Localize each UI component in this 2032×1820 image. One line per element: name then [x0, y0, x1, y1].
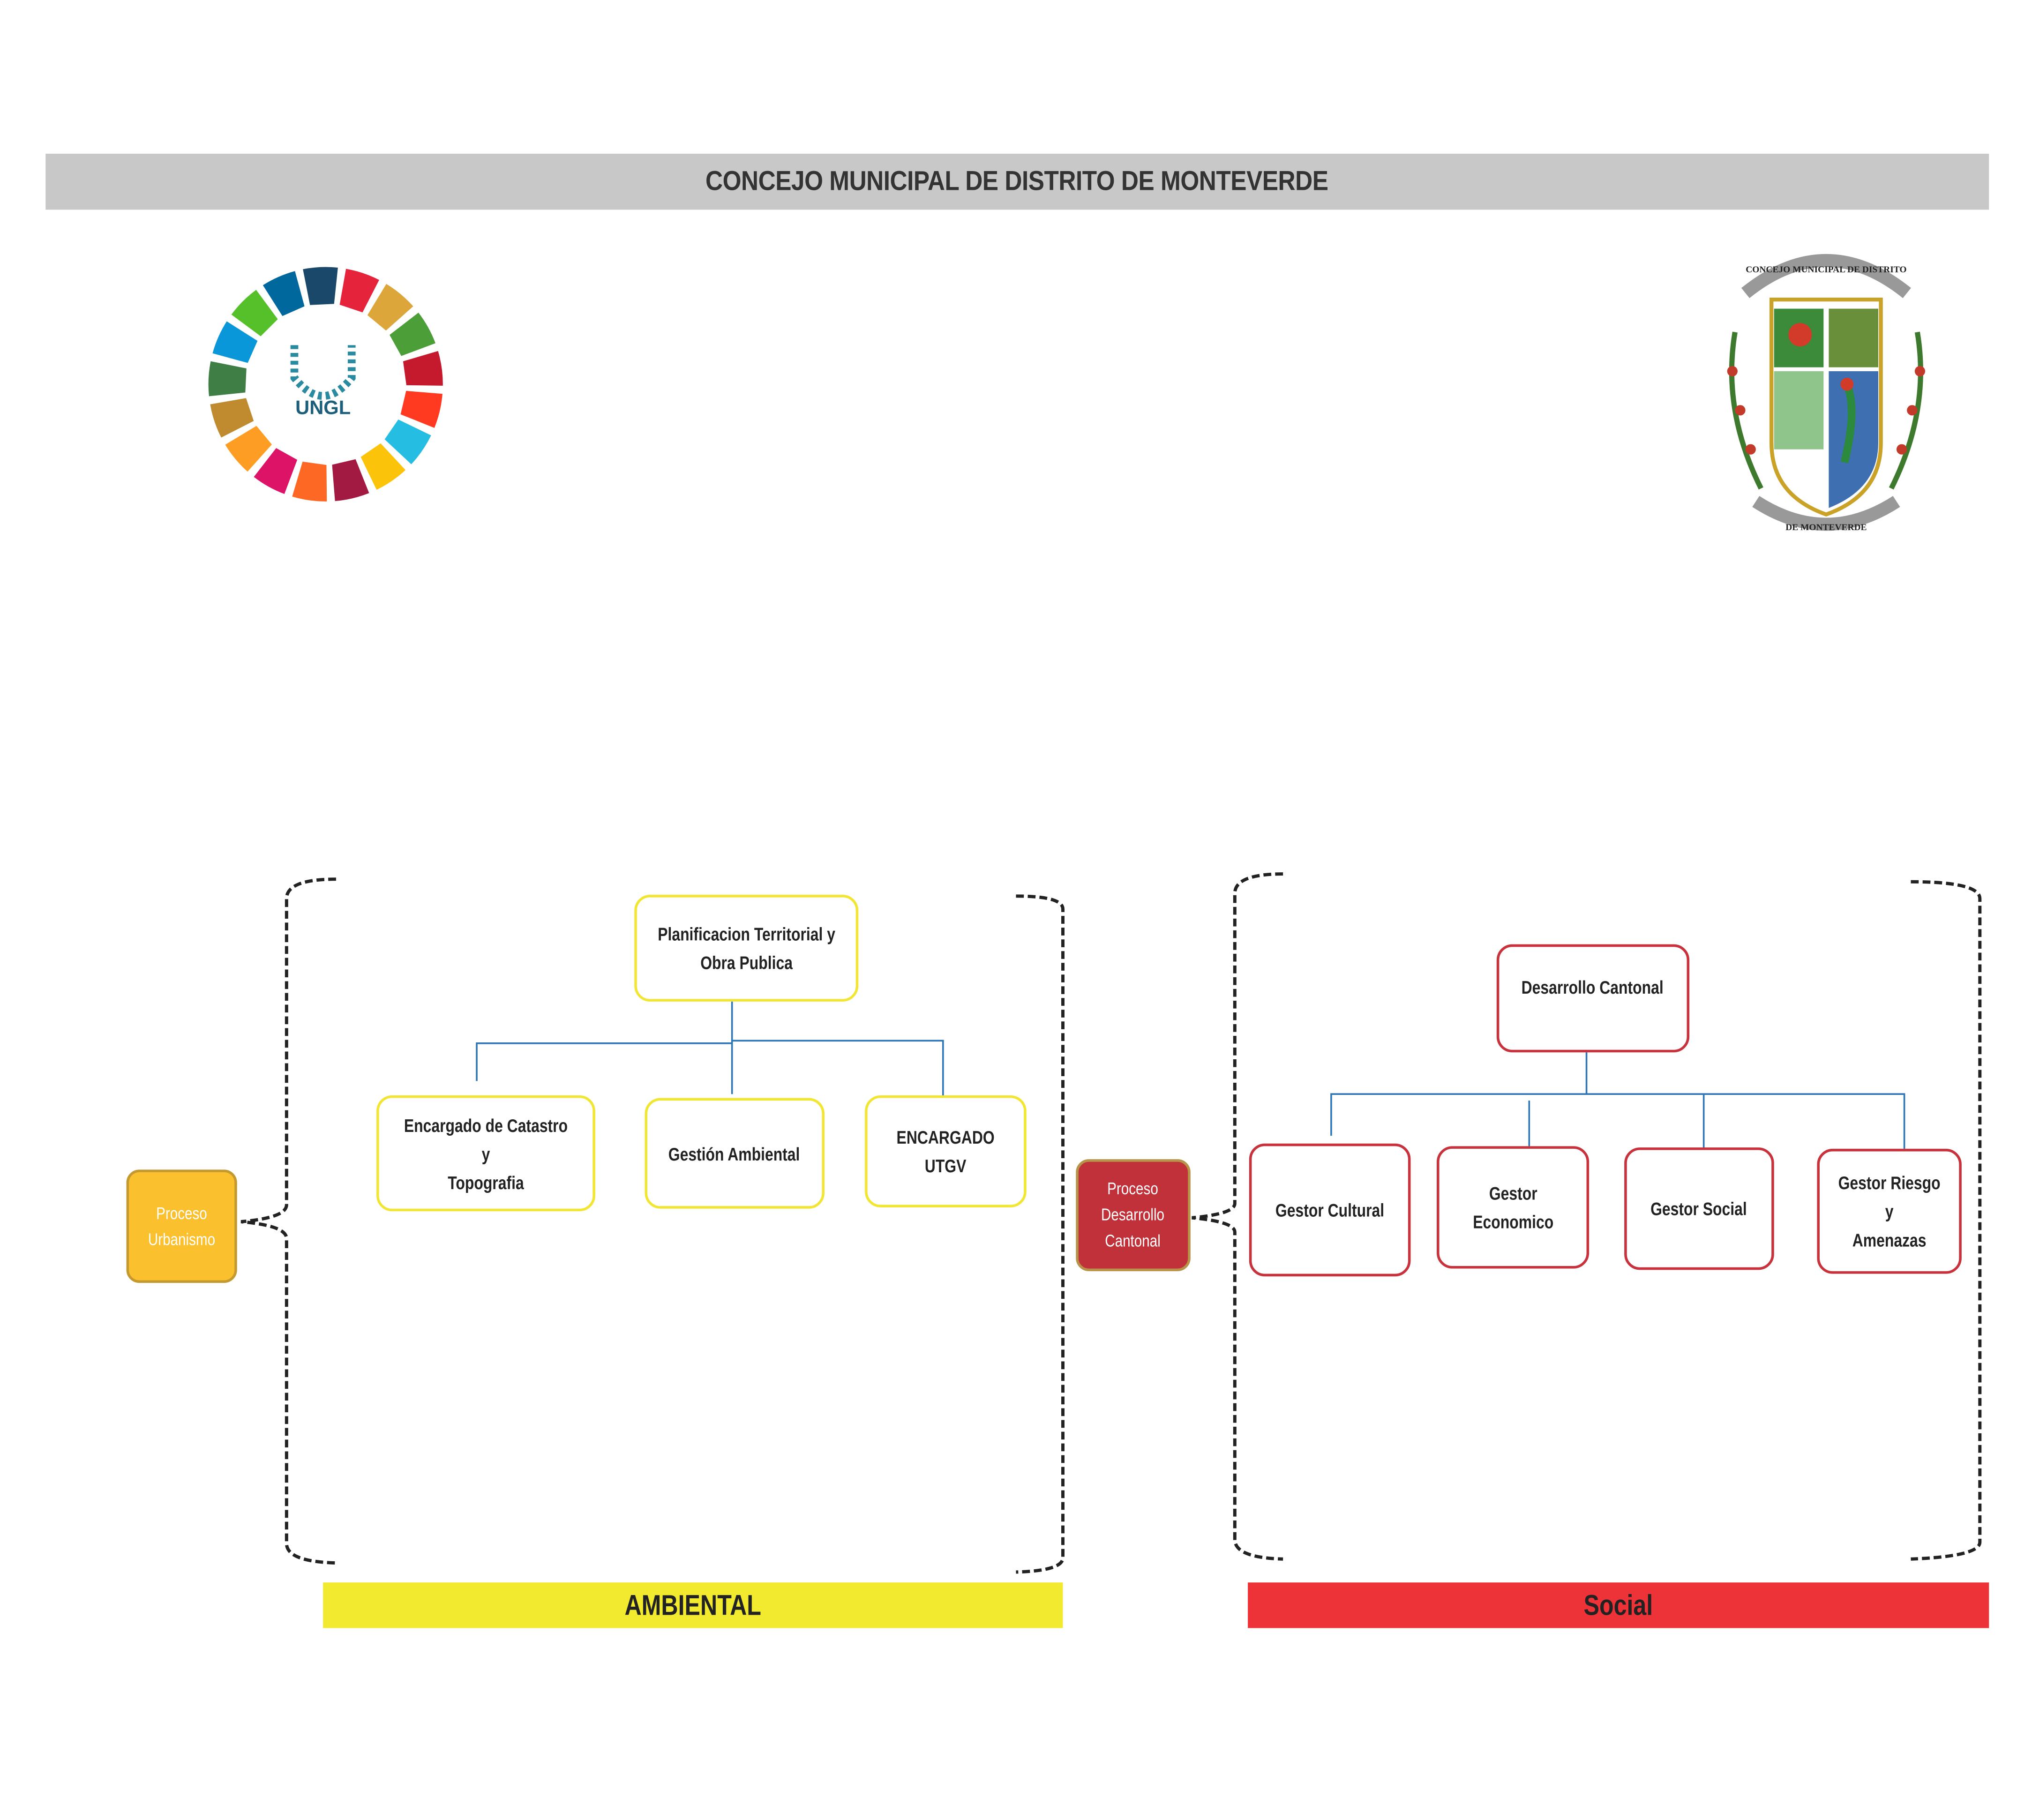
- crest-bottom-text: DE MONTEVERDE: [1785, 523, 1867, 532]
- page-title: CONCEJO MUNICIPAL DE DISTRITO DE MONTEVE…: [705, 166, 1329, 196]
- proceso-urbanismo-label: Proceso Urbanismo: [148, 1203, 216, 1249]
- gestion-ambiental-label: Gestión Ambiental: [668, 1143, 801, 1164]
- gestor-cultural-label: Gestor Cultural: [1275, 1199, 1385, 1221]
- sdg-segment: [390, 312, 435, 356]
- sdg-segment: [339, 269, 379, 313]
- sdg-segment: [225, 426, 272, 472]
- sdg-segment: [212, 321, 258, 363]
- sdg-segment: [360, 443, 406, 490]
- sdg-segment: [303, 267, 338, 305]
- utgv-node[interactable]: ENCARGADO UTGV: [865, 1095, 1027, 1207]
- sdg-segment: [210, 398, 254, 438]
- planificacion-node[interactable]: Planificacion Territorial y Obra Publica: [634, 895, 859, 1002]
- social-right-bracket: [1911, 880, 1982, 1561]
- sdg-segment: [367, 284, 413, 331]
- social-band: Social: [1248, 1582, 1989, 1628]
- connectors: [476, 1001, 1905, 1152]
- sdg-segment: [403, 351, 443, 386]
- sdg-segment: [262, 271, 305, 316]
- ambiental-band-label: AMBIENTAL: [624, 1588, 762, 1621]
- social-left-bracket: [1192, 872, 1283, 1561]
- gestor-cultural-node[interactable]: Gestor Cultural: [1249, 1143, 1411, 1277]
- catastro-label: Encargado de Catastro y Topografia: [404, 1115, 568, 1193]
- catastro-node[interactable]: Encargado de Catastro y Topografia: [376, 1095, 595, 1212]
- utgv-label: ENCARGADO UTGV: [896, 1126, 995, 1176]
- desarrollo-cantonal-node[interactable]: Desarrollo Cantonal: [1496, 944, 1690, 1053]
- gestor-social-label: Gestor Social: [1651, 1198, 1747, 1219]
- ambiental-band: AMBIENTAL: [323, 1582, 1063, 1628]
- desarrollo-cantonal-label: Desarrollo Cantonal: [1522, 977, 1665, 998]
- gestor-social-node[interactable]: Gestor Social: [1624, 1147, 1774, 1270]
- sdg-segment: [292, 461, 327, 502]
- sdg-segment: [400, 390, 442, 428]
- gestor-riesgo-node[interactable]: Gestor Riesgo y Amenazas: [1817, 1148, 1962, 1274]
- sdg-segment: [332, 459, 369, 502]
- proceso-desarrollo-label: Proceso Desarrollo Cantonal: [1102, 1178, 1165, 1251]
- gestor-riesgo-label: Gestor Riesgo y Amenazas: [1838, 1172, 1941, 1251]
- header-bar: CONCEJO MUNICIPAL DE DISTRITO DE MONTEVE…: [45, 153, 1989, 210]
- gestion-ambiental-node[interactable]: Gestión Ambiental: [645, 1098, 825, 1209]
- ungl-logo-text: UNGL: [295, 397, 351, 419]
- planificacion-label: Planificacion Territorial y Obra Publica: [657, 923, 835, 973]
- proceso-desarrollo-box[interactable]: Proceso Desarrollo Cantonal: [1076, 1159, 1191, 1272]
- sdg-segment: [384, 419, 431, 464]
- ambiental-right-bracket: [1016, 894, 1065, 1574]
- ambiental-left-bracket: [240, 877, 337, 1565]
- sdg-segment: [231, 290, 278, 337]
- sdg-segment: [208, 361, 247, 397]
- monteverde-crest: CONCEJO MUNICIPAL DE DISTRITO DE MONTEVE…: [1717, 241, 1935, 543]
- proceso-urbanismo-box[interactable]: Proceso Urbanismo: [126, 1169, 237, 1283]
- gestor-economico-label: Gestor Economico: [1472, 1183, 1553, 1232]
- social-band-label: Social: [1583, 1588, 1653, 1621]
- gestor-economico-node[interactable]: Gestor Economico: [1437, 1146, 1590, 1269]
- ungl-logo: UNGL: [193, 247, 460, 521]
- crest-top-text: CONCEJO MUNICIPAL DE DISTRITO: [1746, 265, 1906, 275]
- sdg-segment: [254, 448, 298, 494]
